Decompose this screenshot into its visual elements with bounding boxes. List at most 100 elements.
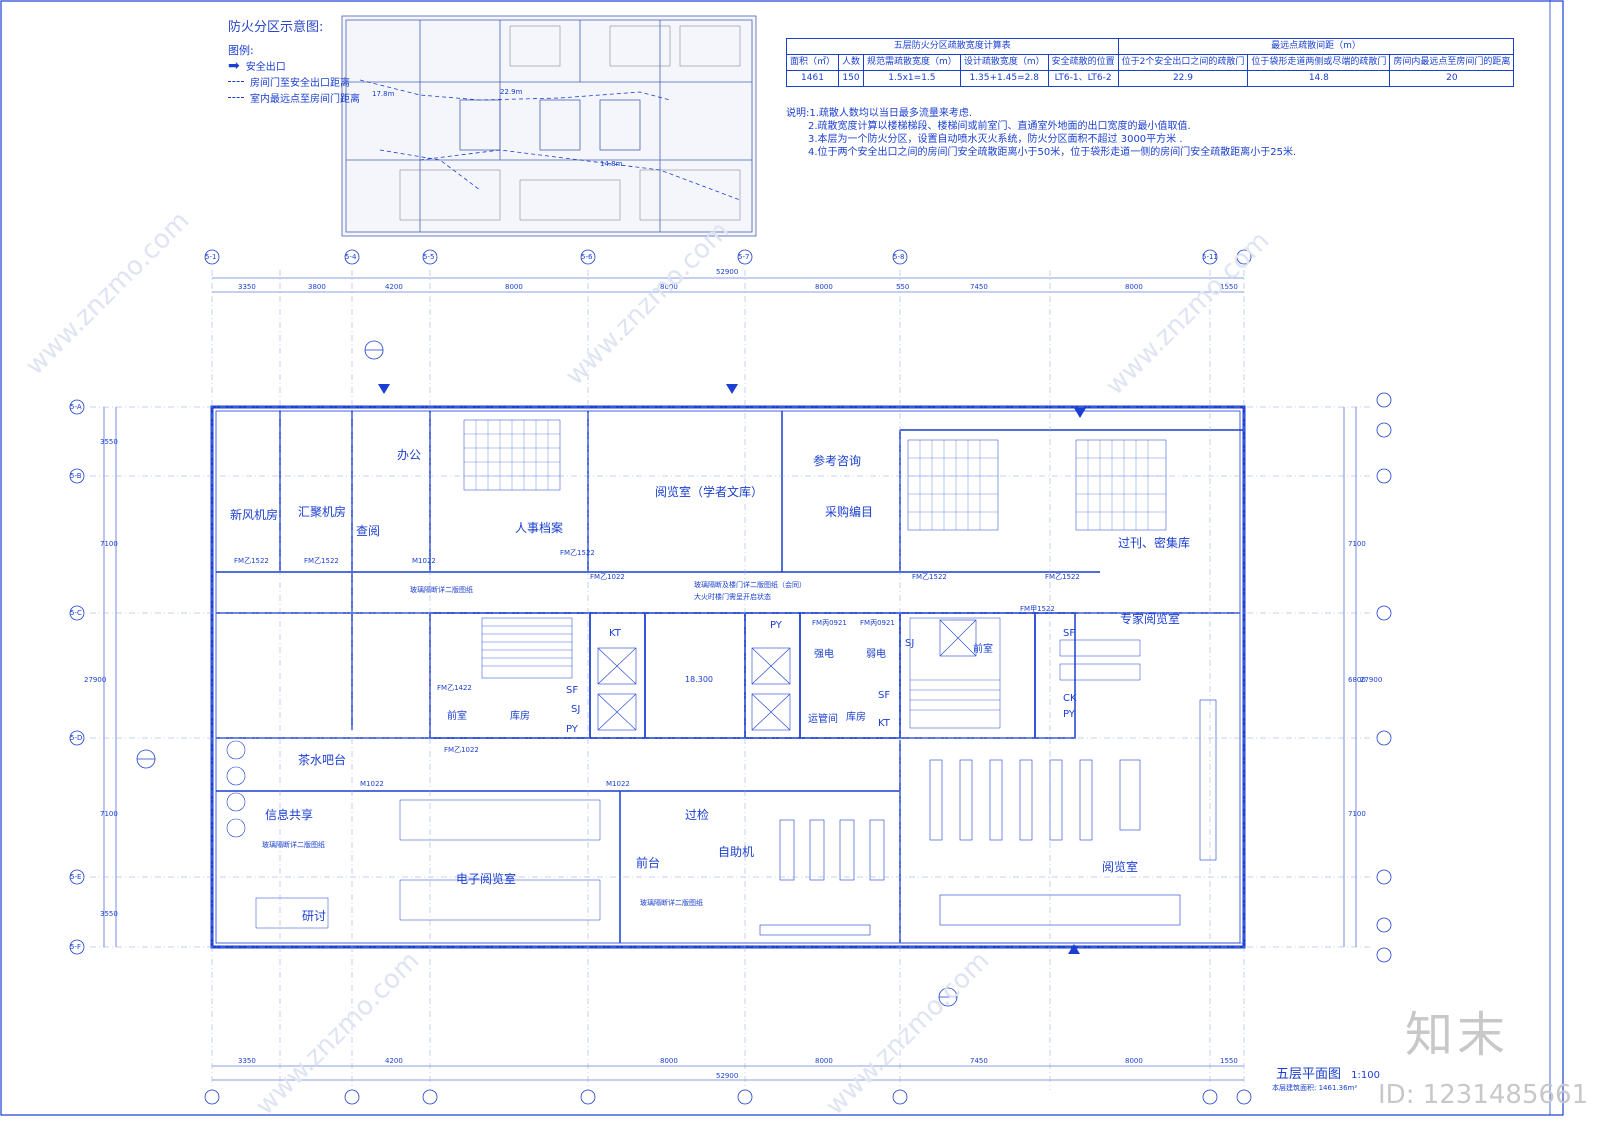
- shaft-tag: PY: [1063, 709, 1075, 720]
- plan-note: 大火时楼门需呈开启状态: [694, 593, 771, 601]
- grid-bubbles: [69, 249, 1392, 1105]
- dim-bottom: 8000: [1125, 1057, 1143, 1065]
- grid-label: 5-11: [1202, 253, 1218, 261]
- plan-area-note: 本层建筑面积: 1461.36m²: [1272, 1084, 1358, 1092]
- inset-distance: 14.8m: [600, 160, 623, 168]
- grid-label: 5-D: [70, 734, 83, 742]
- table-col: 人数: [838, 54, 865, 71]
- room-label: 弱电: [866, 649, 886, 660]
- dim-bottom: 7450: [970, 1057, 988, 1065]
- room-label: 茶水吧台: [298, 753, 347, 767]
- inset-title: 防火分区示意图:: [228, 20, 324, 35]
- dimension-lines: [103, 277, 1357, 1081]
- shaft-tag: SF: [1063, 628, 1076, 639]
- note-line: 2.疏散宽度计算以楼梯梯段、楼梯间或前室门、直通室外地面的出口宽度的最小值取值.: [808, 121, 1191, 132]
- legend-item-exit: ➡ 安全出口: [228, 57, 286, 74]
- room-label: 参考咨询: [813, 454, 862, 468]
- table-cell: 150: [838, 70, 865, 87]
- door-tag: FM乙1522: [234, 557, 269, 565]
- dim-top: 550: [896, 283, 910, 291]
- dim-right: 6800: [1348, 676, 1366, 684]
- room-label: 汇聚机房: [298, 505, 347, 519]
- plan-title: 五层平面图 1:100: [1276, 1067, 1380, 1082]
- total-dim-bottom: 52900: [716, 1072, 739, 1080]
- dim-top: 8000: [1125, 283, 1143, 291]
- door-tag: FM乙1522: [560, 549, 595, 557]
- dim-bottom: 8000: [660, 1057, 678, 1065]
- dim-top: 3350: [238, 283, 256, 291]
- shaft-tag: SF: [878, 690, 891, 701]
- room-label: 前室: [447, 711, 467, 722]
- elevation-mark: 18.300: [685, 675, 713, 684]
- dim-bottom: 8000: [815, 1057, 833, 1065]
- plan-note: 玻璃隔断详二版图纸: [262, 841, 325, 849]
- table-cell: 22.9: [1117, 70, 1249, 87]
- table-cell: 1.5x1=1.5: [863, 70, 961, 87]
- room-label: 阅览室（学者文库）: [655, 485, 764, 499]
- dim-top: 8000: [815, 283, 833, 291]
- grid-label: 5-8: [893, 253, 905, 261]
- table-col: 面积（㎡）: [785, 54, 840, 71]
- inset-fire-zone-plan: [341, 15, 757, 237]
- watermark-brand: 知末: [1405, 1007, 1510, 1063]
- plan-note: 玻璃隔断详二版图纸: [640, 899, 703, 907]
- plan-note: 玻璃隔断详二版图纸: [410, 586, 473, 594]
- room-label: 阅览室: [1102, 860, 1139, 874]
- table-cell: 14.8: [1247, 70, 1391, 87]
- table-cell: 20: [1389, 70, 1515, 87]
- dim-top: 8000: [660, 283, 678, 291]
- room-label: 查阅: [356, 524, 381, 538]
- room-label: 强电: [814, 649, 834, 660]
- grid-label: 5-A: [70, 403, 82, 411]
- inset-distance: 22.9m: [500, 88, 523, 96]
- table-col: 房间内最远点至房间门的距离: [1389, 54, 1515, 71]
- watermark-id: ID: 1231485661: [1378, 1080, 1589, 1110]
- shaft-tag: SF: [566, 685, 579, 696]
- grid-label: 5-B: [70, 472, 82, 480]
- table-col: 位于袋形走道两侧或尽端的疏散门: [1247, 54, 1391, 71]
- door-tag: FM乙1522: [912, 573, 947, 581]
- note-line: 3.本层为一个防火分区，设置自动喷水灭火系统，防火分区面积不超过 3000平方米…: [808, 134, 1183, 145]
- room-label: 前室: [973, 644, 993, 655]
- inset-distance: 17.8m: [372, 90, 395, 98]
- dim-left-total: 27900: [84, 676, 107, 684]
- room-label: 专家阅览室: [1120, 612, 1181, 626]
- shaft-tag: KT: [878, 718, 890, 729]
- room-label: 过检: [685, 808, 710, 822]
- evacuation-width-table: 五层防火分区疏散宽度计算表 最远点疏散间距（m） 面积（㎡） 人数 规范需疏散宽…: [785, 38, 1515, 87]
- room-label: 前台: [636, 856, 661, 870]
- dim-left: 3550: [100, 910, 118, 918]
- room-label: 库房: [510, 711, 530, 722]
- dim-left: 7100: [100, 810, 118, 818]
- room-label: 办公: [397, 448, 422, 462]
- plan-note: 玻璃隔断及楼门详二版图纸（会同）: [694, 581, 806, 589]
- shaft-tag: PY: [566, 724, 578, 735]
- note-line: 说明:1.疏散人数均以当日最多流量来考虑.: [786, 108, 973, 119]
- dim-right: 7100: [1348, 810, 1366, 818]
- room-label: 自助机: [718, 845, 755, 859]
- door-tag: FM甲1522: [1020, 605, 1055, 613]
- grid-label: 5-5: [423, 253, 435, 261]
- dashed-line-icon: [228, 97, 244, 98]
- door-tag: FM乙1022: [590, 573, 625, 581]
- shaft-tag: KT: [609, 628, 621, 639]
- dim-top: 4200: [385, 283, 403, 291]
- room-label: 采购编目: [825, 505, 874, 519]
- door-tag: M1022: [412, 557, 436, 565]
- room-label: 过刊、密集库: [1118, 536, 1191, 550]
- door-tag: FM丙0921: [860, 619, 895, 627]
- grid-label: 5-7: [738, 253, 750, 261]
- table-col: 规范需疏散宽度（m）: [863, 54, 961, 71]
- plan-scale: 1:100: [1351, 1070, 1380, 1081]
- dim-bottom: 1550: [1220, 1057, 1238, 1065]
- dim-top: 7450: [970, 283, 988, 291]
- room-label: 人事档案: [515, 521, 564, 535]
- table-col: 位于2个安全出口之间的疏散门: [1117, 54, 1249, 71]
- grid-label: 5-6: [581, 253, 593, 261]
- exit-arrow-icon: ➡: [228, 57, 240, 74]
- shaft-tag: CK: [1063, 693, 1077, 704]
- table-header-left: 五层防火分区疏散宽度计算表: [786, 38, 1119, 55]
- notes: 说明:1.疏散人数均以当日最多流量来考虑. 2.疏散宽度计算以楼梯梯段、楼梯间或…: [786, 107, 1296, 159]
- legend-title: 图例:: [228, 44, 254, 57]
